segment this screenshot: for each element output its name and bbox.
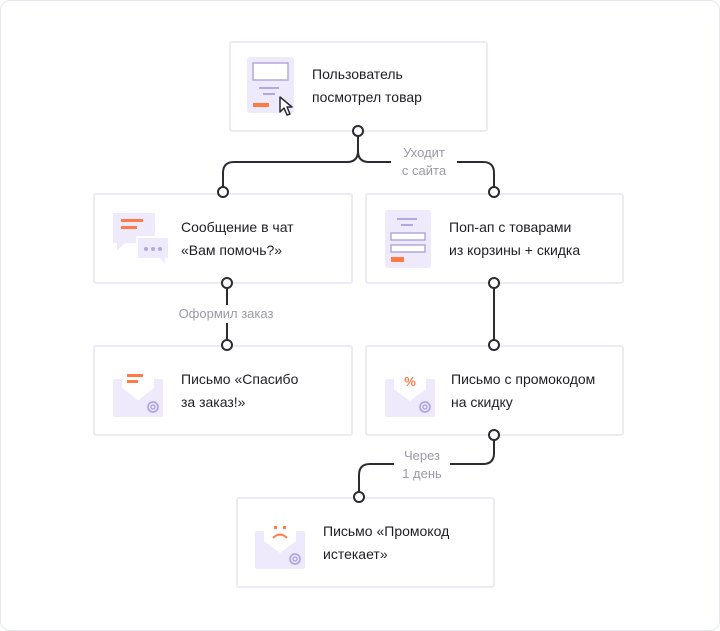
port-popup-in	[488, 186, 500, 198]
product-page-cursor-icon	[247, 57, 294, 116]
port-chat-out	[221, 277, 233, 289]
chat-bubbles-icon	[113, 213, 170, 269]
port-expiring-in	[353, 491, 365, 503]
port-chat-in	[217, 186, 229, 198]
node-promo-email: % Письмо с промокодом на скидку	[365, 345, 624, 436]
edge-label-after-one-day: Через 1 день	[394, 447, 450, 483]
port-promo-out	[488, 429, 500, 441]
node-viewed-product-label: Пользователь посмотрел товар	[312, 66, 422, 105]
port-promo-in	[488, 339, 500, 351]
envelope-percent-icon: %	[385, 367, 435, 417]
edge-label-placed-order: Оформил заказ	[167, 305, 285, 323]
node-thanks-email: Письмо «Спасибо за заказ!»	[93, 345, 353, 436]
edge-label-leaves-site: Уходит с сайта	[391, 144, 457, 180]
percent-glyph: %	[404, 374, 416, 389]
connector-viewed-to-popup	[357, 150, 495, 192]
envelope-sad-icon	[255, 519, 305, 569]
node-thanks-email-label: Письмо «Спасибо за заказ!»	[181, 371, 299, 410]
popup-form-icon	[385, 210, 431, 268]
node-cart-popup: Поп-ап с товарами из корзины + скидка	[365, 193, 624, 284]
port-popup-out	[488, 277, 500, 289]
node-chat-message: Сообщение в чат «Вам помочь?»	[93, 193, 353, 284]
node-viewed-product: Пользователь посмотрел товар	[229, 41, 488, 132]
connector-viewed-to-chat	[222, 131, 359, 192]
node-promo-email-label: Письмо с промокодом на скидку	[451, 371, 596, 410]
node-expiring-email: Письмо «Промокод истекает»	[236, 497, 495, 588]
envelope-lines-icon	[113, 367, 164, 417]
node-cart-popup-label: Поп-ап с товарами из корзины + скидка	[449, 219, 581, 258]
node-expiring-email-label: Письмо «Промокод истекает»	[323, 523, 450, 562]
node-chat-message-label: Сообщение в чат «Вам помочь?»	[181, 219, 294, 258]
port-viewed-out	[352, 125, 364, 137]
port-thanks-in	[221, 339, 233, 351]
